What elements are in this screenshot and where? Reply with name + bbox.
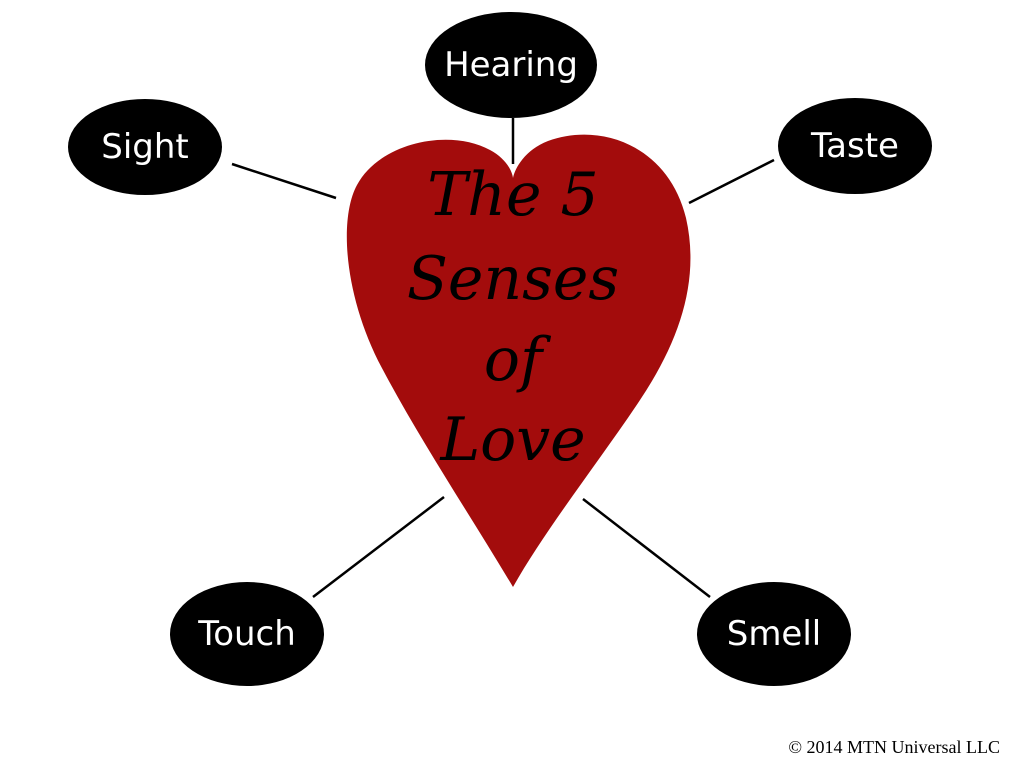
connector-smell (582, 498, 711, 598)
sense-node-hearing: Hearing (425, 12, 597, 118)
sense-ellipse-touch (170, 582, 324, 686)
heart-shape (346, 134, 691, 587)
heart-title-line-1: The 5 (427, 160, 598, 230)
sense-label-sight: Sight (101, 127, 189, 167)
sense-ellipse-hearing (425, 12, 597, 118)
sense-label-taste: Taste (810, 126, 899, 166)
sense-node-sight: Sight (68, 99, 222, 195)
connector-sight (231, 162, 337, 200)
connector-touch (312, 496, 445, 598)
sense-node-touch: Touch (170, 582, 324, 686)
connector-taste (688, 158, 775, 205)
sense-node-taste: Taste (778, 98, 932, 194)
sense-ellipse-sight (68, 99, 222, 195)
sense-node-smell: Smell (697, 582, 851, 686)
heart-title-line-4: Love (439, 405, 585, 475)
sense-label-touch: Touch (197, 614, 296, 654)
heart-title-line-2: Senses (407, 244, 619, 314)
sense-ellipse-taste (778, 98, 932, 194)
sense-ellipse-smell (697, 582, 851, 686)
copyright-notice: © 2014 MTN Universal LLC (788, 737, 1000, 757)
sense-label-hearing: Hearing (444, 45, 578, 85)
sense-label-smell: Smell (727, 614, 822, 654)
heart-title-line-3: of (484, 325, 552, 395)
